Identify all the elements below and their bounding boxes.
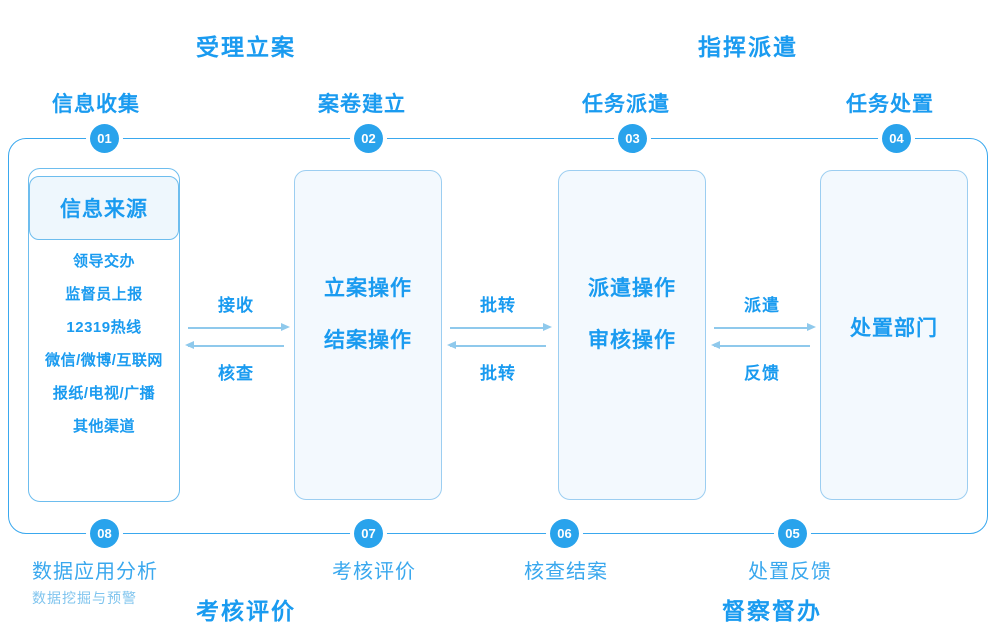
source-item: 其他渠道 <box>72 418 135 435</box>
arrow-line-forward <box>714 327 810 329</box>
source-item: 微信/微博/互联网 <box>45 352 163 369</box>
card-line: 结案操作 <box>324 329 412 352</box>
stage-badge-04: 04 <box>882 124 911 153</box>
card-line: 审核操作 <box>588 329 676 352</box>
arrow-head-left-icon <box>185 341 194 349</box>
source-item-list: 领导交办 监督员上报 12319热线 微信/微博/互联网 报纸/电视/广播 其他… <box>30 250 178 436</box>
stage-label-01: 信息收集 <box>52 93 140 116</box>
arrow-line-forward <box>188 327 284 329</box>
arrow-head-left-icon <box>447 341 456 349</box>
connector-label-bottom: 核查 <box>218 364 254 383</box>
arrow-head-right-icon <box>807 323 816 331</box>
source-item: 报纸/电视/广播 <box>52 385 156 402</box>
stage-badge-03: 03 <box>618 124 647 153</box>
stage-label-02: 案卷建立 <box>318 93 406 116</box>
card-line: 处置部门 <box>850 317 938 340</box>
connector-label-top: 批转 <box>480 296 516 315</box>
stage-badge-01: 01 <box>90 124 119 153</box>
arrow-line-forward <box>450 327 546 329</box>
arrow-line-back <box>714 345 810 347</box>
card-case-lines: 立案操作 结案操作 <box>294 272 442 354</box>
arrow-line-back <box>188 345 284 347</box>
connector-3: 派遣 反馈 <box>708 275 816 395</box>
card-case-operations <box>294 170 442 500</box>
connector-1: 接收 核查 <box>182 275 290 395</box>
connector-label-top: 接收 <box>218 296 254 315</box>
arrow-line-back <box>450 345 546 347</box>
stage-badge-07: 07 <box>354 519 383 548</box>
section-title-acceptance: 受理立案 <box>196 34 296 60</box>
card-handling-department <box>820 170 968 500</box>
arrow-head-right-icon <box>543 323 552 331</box>
card-line: 派遣操作 <box>588 277 676 300</box>
card-source-title: 信息来源 <box>29 176 179 240</box>
connector-label-bottom: 批转 <box>480 364 516 383</box>
connector-2: 批转 批转 <box>444 275 552 395</box>
stage-badge-06: 06 <box>550 519 579 548</box>
section-title-evaluation: 考核评价 <box>196 598 296 624</box>
connector-label-top: 派遣 <box>744 296 780 315</box>
stage-label-03: 任务派遣 <box>582 93 670 116</box>
stage-label-07: 考核评价 <box>332 561 416 583</box>
card-dispatch-lines: 派遣操作 审核操作 <box>558 272 706 354</box>
section-title-dispatch: 指挥派遣 <box>698 34 798 60</box>
source-item: 监督员上报 <box>65 286 143 303</box>
arrow-head-left-icon <box>711 341 720 349</box>
stage-label-05: 处置反馈 <box>748 561 832 583</box>
section-title-supervision: 督察督办 <box>722 598 822 624</box>
stage-badge-05: 05 <box>778 519 807 548</box>
connector-label-bottom: 反馈 <box>744 364 780 383</box>
stage-badge-02: 02 <box>354 124 383 153</box>
stage-badge-08: 08 <box>90 519 119 548</box>
stage-label-04: 任务处置 <box>846 93 934 116</box>
card-line: 立案操作 <box>324 277 412 300</box>
stage-label-06: 核查结案 <box>524 561 608 583</box>
process-frame <box>8 138 988 534</box>
arrow-head-right-icon <box>281 323 290 331</box>
stage-sublabel-08: 数据挖掘与预警 <box>32 590 137 606</box>
source-item: 领导交办 <box>72 253 135 270</box>
card-department-lines: 处置部门 <box>820 312 968 342</box>
stage-label-08: 数据应用分析 <box>32 561 158 583</box>
card-dispatch-operations <box>558 170 706 500</box>
source-item: 12319热线 <box>66 319 142 336</box>
